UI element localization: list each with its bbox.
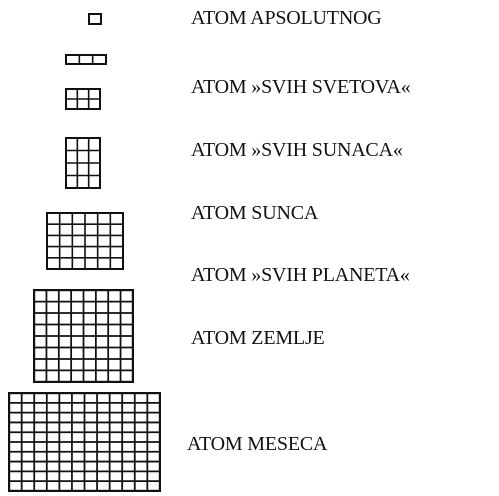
grid-glyph-svih-svetova: [65, 54, 107, 65]
grid-sunca: [46, 212, 124, 270]
grid-apsolutnog: [88, 13, 102, 25]
grid-zemlje: [33, 289, 135, 384]
grid-svih-svetova: [65, 54, 107, 65]
label-atom-apsolutnog: ATOM APSOLUTNOG: [191, 7, 382, 29]
label-atom-zemlje: ATOM ZEMLJE: [191, 327, 325, 349]
label-atom-svih-sunaca: ATOM »SVIH SUNACA«: [191, 139, 403, 161]
grid-glyph-sunca: [46, 212, 124, 270]
grid-meseca: [8, 392, 162, 493]
grid-glyph-meseca: [8, 392, 162, 493]
label-atom-svih-planeta: ATOM »SVIH PLANETA«: [191, 264, 410, 286]
label-atom-meseca: ATOM MESECA: [187, 433, 328, 455]
grid-glyph-apsolutnog: [88, 13, 102, 25]
grid-glyph-zemlje: [33, 289, 135, 384]
grid-svih-sunaca: [65, 137, 101, 189]
grid-svih-svetova-2: [65, 88, 101, 110]
grid-glyph-svih-svetova-2: [65, 88, 101, 110]
grid-frame: [65, 54, 107, 65]
label-atom-svih-svetova: ATOM »SVIH SVETOVA«: [191, 76, 411, 98]
label-atom-sunca: ATOM SUNCA: [191, 202, 319, 224]
grid-frame: [88, 13, 102, 25]
grid-glyph-svih-sunaca: [65, 137, 101, 189]
